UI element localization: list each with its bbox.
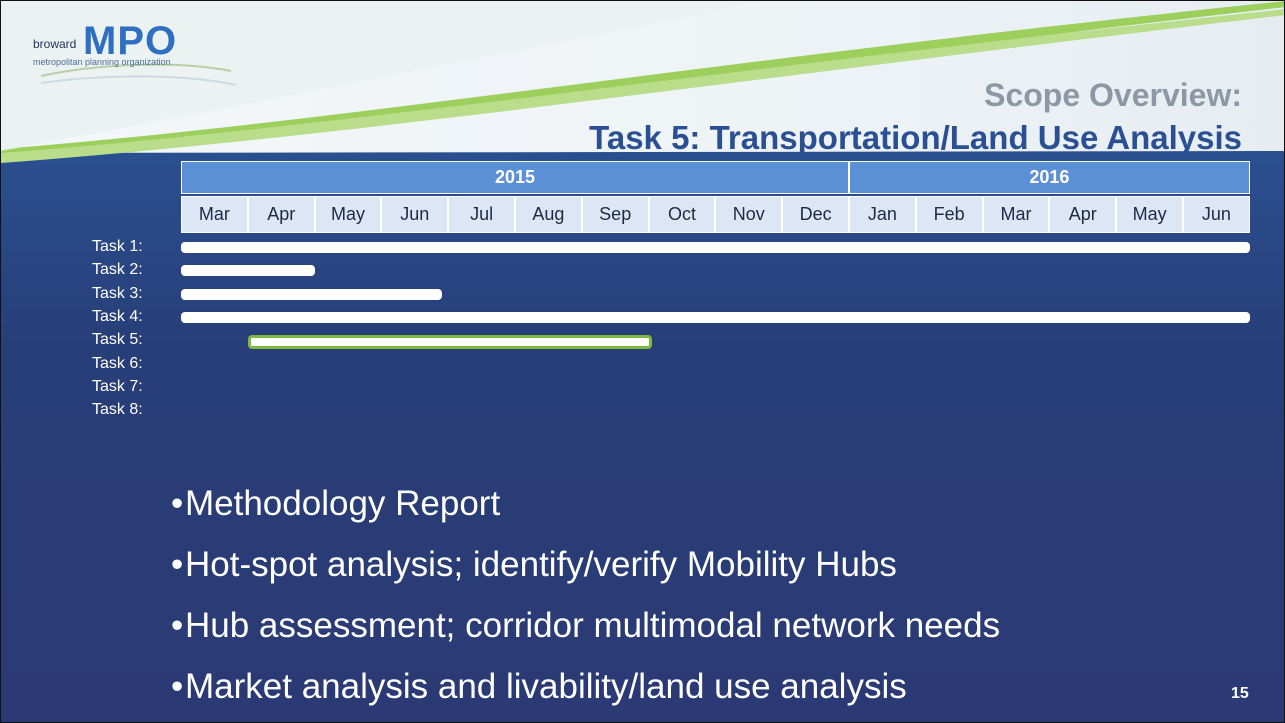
task-label: Task 5: [92,331,143,349]
bullet-item: •Market analysis and livability/land use… [171,667,907,706]
month-header: Apr [1049,196,1117,233]
page-number: 15 [1231,685,1249,702]
month-header: Mar [181,196,248,233]
bullet-text: Hot-spot analysis; identify/verify Mobil… [185,545,897,584]
year-header-2015: 2015 [181,161,849,194]
bullet-text: Methodology Report [185,484,501,523]
task-label: Task 7: [92,377,143,395]
month-header: Oct [648,196,716,233]
logo-mpo-text: MPO [83,19,178,63]
task-label: Task 1: [92,238,143,255]
bullet-item: •Hub assessment; corridor multimodal net… [171,606,1001,645]
month-header: Jun [381,196,449,233]
month-header: May [1116,196,1183,233]
task-label: Task 8: [92,401,143,419]
month-header: Jun [1183,196,1250,233]
task-bar [181,288,442,300]
month-header: Sep [581,196,649,233]
month-header: Feb [915,196,983,233]
bullet-item: •Hot-spot analysis; identify/verify Mobi… [171,545,897,584]
month-header: Aug [515,196,582,233]
task-label: Task 2: [92,261,143,279]
task-bar [181,311,1250,323]
month-header: Jan [849,196,916,233]
slide-title-line2: Task 5: Transportation/Land Use Analysis [589,119,1242,156]
task-bar [181,242,1250,253]
bullet-text: Hub assessment; corridor multimodal netw… [185,606,1001,645]
task-label: Task 3: [92,284,143,302]
bullet-item: •Methodology Report [171,484,501,523]
logo-broward-text: broward [33,37,77,51]
month-header: Jul [448,196,515,233]
month-header: Dec [782,196,849,233]
month-header: Mar [982,196,1050,233]
task-bar-current [247,335,652,350]
task-label: Task 6: [92,354,143,372]
month-header: May [314,196,382,233]
bullet-text: Market analysis and livability/land use … [185,667,907,706]
task-bar [181,265,315,277]
month-header: Nov [715,196,783,233]
slide-title-line1: Scope Overview: [984,77,1242,113]
logo-subtitle: metropolitan planning organization [33,57,171,67]
bullet-list: •Methodology Report •Hot-spot analysis; … [171,479,1001,722]
task-label: Task 4: [92,307,143,325]
year-header-2016: 2016 [849,161,1250,194]
month-header: Apr [247,196,315,233]
